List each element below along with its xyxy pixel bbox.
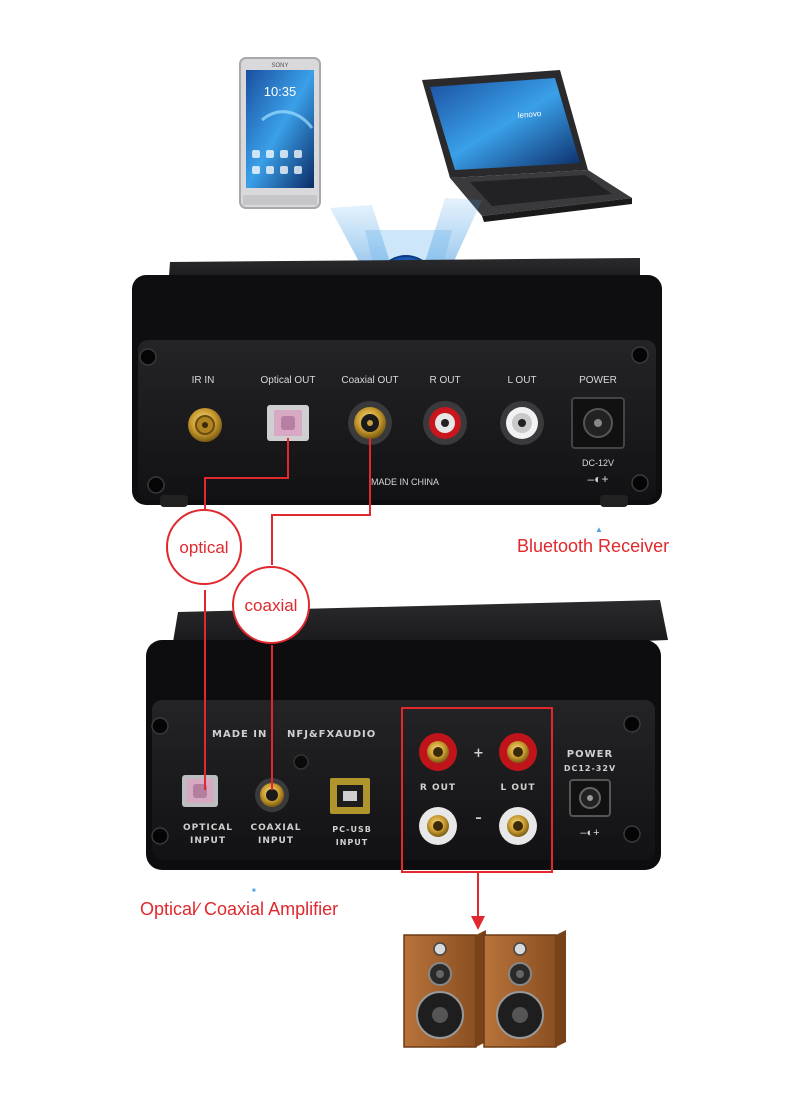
optical-input-label-1: OPTICAL bbox=[183, 823, 233, 833]
amp-dc-power-jack bbox=[569, 779, 611, 817]
amp-r-out-label: R OUT bbox=[420, 783, 456, 793]
plus-label: + bbox=[473, 746, 485, 761]
phone-clock: 10:35 bbox=[264, 84, 297, 99]
power-label: POWER bbox=[579, 375, 617, 386]
bluetooth-receiver-caption: Bluetooth Receiver bbox=[517, 536, 669, 556]
speaker-binding-post-r-minus bbox=[419, 807, 457, 845]
r-out-port bbox=[423, 401, 467, 445]
usb-input-port bbox=[330, 778, 370, 814]
laptop-brand: lenovo bbox=[517, 109, 542, 120]
usb-input-label-2: INPUT bbox=[336, 838, 369, 847]
optical-input-label-2: INPUT bbox=[190, 836, 226, 846]
bluetooth-receiver: IR IN Optical OUT Coaxial OUT R OUT L OU… bbox=[132, 258, 662, 507]
speaker-binding-post-l-plus bbox=[499, 733, 537, 771]
amp-brand-label: NFJ&FXAUDIO bbox=[287, 729, 376, 740]
l-out-port bbox=[500, 401, 544, 445]
amp-made-in-label: MADE IN bbox=[212, 729, 267, 740]
coaxial-callout: coaxial bbox=[232, 566, 310, 644]
optical-callout: optical bbox=[166, 509, 242, 585]
caret-marker: ▲ bbox=[595, 525, 603, 534]
optical-callout-label: optical bbox=[179, 538, 228, 557]
coaxial-input-label-1: COAXIAL bbox=[251, 823, 302, 833]
optical-out-port bbox=[267, 405, 309, 441]
amp-l-out-label: L OUT bbox=[501, 783, 536, 793]
coaxial-input-port bbox=[255, 778, 289, 812]
dc-power-jack bbox=[571, 397, 625, 449]
optical-out-label: Optical OUT bbox=[260, 375, 315, 386]
coaxial-callout-label: coaxial bbox=[245, 596, 298, 615]
phone-brand: SONY bbox=[271, 63, 288, 69]
polarity-label: –◐+ bbox=[588, 472, 609, 486]
coaxial-out-port bbox=[348, 401, 392, 445]
optical-cable bbox=[204, 438, 289, 790]
coaxial-cable bbox=[271, 438, 371, 790]
minus-label: – bbox=[475, 811, 483, 826]
laptop: lenovo bbox=[422, 70, 632, 222]
dc-rating-label: DC-12V bbox=[582, 458, 614, 468]
amp-dc-rating-label: DC12-32V bbox=[564, 764, 616, 773]
smartphone: SONY 10:35 bbox=[239, 57, 321, 209]
r-out-label: R OUT bbox=[429, 375, 460, 386]
dot-marker: ■ bbox=[252, 888, 256, 894]
arrow-down-icon bbox=[471, 872, 485, 930]
made-in-label: MADE IN CHINA bbox=[371, 477, 439, 487]
speaker-right bbox=[483, 930, 566, 1048]
amplifier: MADE IN NFJ&FXAUDIO OPTICAL INPUT COAXIA… bbox=[146, 600, 668, 870]
speaker-left bbox=[403, 930, 486, 1048]
l-out-label: L OUT bbox=[507, 375, 536, 386]
coaxial-out-label: Coaxial OUT bbox=[341, 375, 398, 386]
ground-screw bbox=[293, 754, 309, 770]
amp-power-label: POWER bbox=[567, 749, 613, 760]
amplifier-caption: Optical∕ Coaxial Amplifier bbox=[140, 899, 338, 919]
speaker-binding-post-r-plus bbox=[419, 733, 457, 771]
coaxial-input-label-2: INPUT bbox=[258, 836, 294, 846]
ir-in-label: IR IN bbox=[192, 375, 215, 386]
speaker-binding-post-l-minus bbox=[499, 807, 537, 845]
usb-input-label-1: PC-USB bbox=[332, 825, 372, 834]
amp-polarity-label: –◐+ bbox=[580, 827, 599, 839]
ir-antenna-connector bbox=[188, 408, 222, 442]
optical-input-port bbox=[182, 775, 218, 807]
